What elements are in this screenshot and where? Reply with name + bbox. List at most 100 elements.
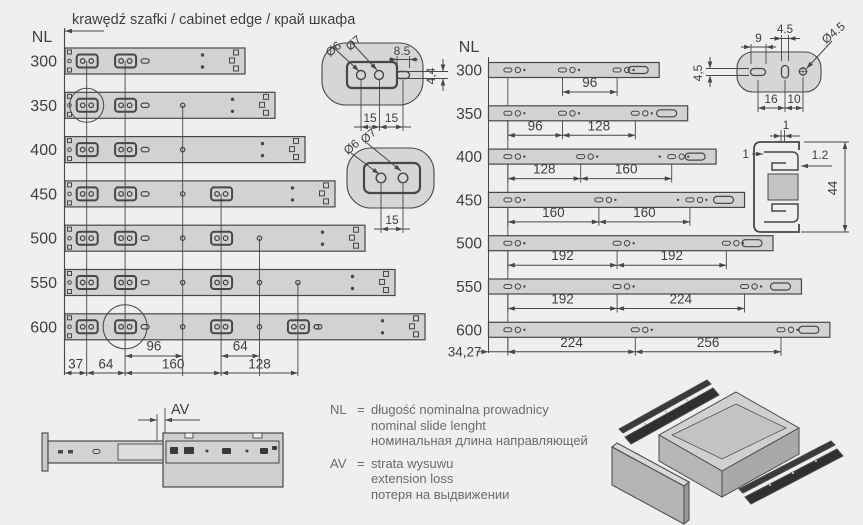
- dim-label: 96: [528, 118, 543, 133]
- dot: [230, 97, 235, 102]
- round-hole: [514, 326, 522, 333]
- round-hole: [514, 240, 522, 247]
- dot: [350, 286, 355, 291]
- arrowhead: [165, 417, 172, 423]
- leader-line: [366, 142, 402, 172]
- mount-slot: [114, 230, 138, 246]
- slot-hole: [88, 323, 95, 330]
- oval-hole: [395, 70, 411, 80]
- arrowhead: [440, 64, 446, 72]
- dim-label: 1: [783, 118, 790, 132]
- slot-hole: [88, 146, 95, 153]
- nl-value-left: 500: [30, 231, 57, 248]
- dot: [260, 141, 265, 146]
- arrowhead: [507, 262, 515, 268]
- dot: [523, 68, 526, 72]
- slot-hole: [118, 190, 125, 197]
- slide-dot: [664, 410, 668, 414]
- slot-hole: [299, 323, 306, 330]
- arrowhead: [214, 370, 222, 376]
- round-hole: [733, 240, 740, 247]
- end-square: [383, 287, 389, 293]
- legend-av-line-ru: потеря на выдвижении: [371, 486, 510, 502]
- end-square: [353, 242, 359, 249]
- slide-dot: [791, 471, 795, 475]
- arrowhead: [507, 133, 515, 138]
- dim-label: 96: [146, 339, 161, 354]
- cabinet-notch: [184, 432, 194, 439]
- slot-hole: [118, 58, 125, 64]
- dot: [650, 112, 654, 115]
- mount-slot: [75, 142, 99, 158]
- slot-hole: [88, 102, 95, 109]
- end-square: [293, 154, 299, 161]
- dot: [523, 285, 526, 288]
- arrowhead: [628, 349, 636, 355]
- dim-label: 128: [588, 118, 611, 133]
- dot: [205, 449, 209, 453]
- legend-av-eq: =: [357, 455, 365, 471]
- dot: [759, 285, 763, 288]
- mount-slot: [210, 275, 234, 290]
- arrowhead: [372, 124, 380, 130]
- slot-hole: [126, 323, 133, 330]
- right-rail-550: [487, 278, 803, 295]
- av-label: AV: [171, 402, 190, 418]
- oval-hole: [612, 240, 622, 246]
- vertical-oval-hole: [780, 64, 790, 79]
- mount-hole: [67, 191, 72, 197]
- mount-slot: [286, 319, 310, 335]
- cabinet-notch: [252, 432, 263, 439]
- oval-hole: [503, 197, 513, 203]
- dim-label: 64: [98, 357, 114, 372]
- end-slot: [798, 325, 820, 334]
- arrowhead: [756, 151, 763, 157]
- end-slot: [712, 195, 735, 204]
- round-hole: [623, 66, 631, 74]
- arrowhead: [785, 105, 792, 111]
- arrowhead: [707, 61, 713, 69]
- dot: [320, 242, 325, 246]
- arrowhead: [573, 176, 581, 181]
- arrowhead: [610, 306, 618, 311]
- end-slot: [769, 282, 792, 291]
- nl-value-right: 550: [456, 279, 482, 296]
- dot: [632, 285, 635, 288]
- slot-mark: [68, 450, 73, 454]
- mount-square: [67, 138, 72, 144]
- arrowhead: [379, 124, 387, 130]
- dim-label: 8.5: [394, 44, 411, 58]
- offset-dim-label: 34,27: [448, 344, 482, 359]
- dot: [650, 328, 654, 331]
- oval-hole: [503, 240, 513, 246]
- slide-left-bar: [618, 379, 712, 434]
- end-square: [353, 226, 359, 233]
- dim-label: 37: [68, 357, 83, 372]
- mount-square: [67, 333, 72, 339]
- arrowhead: [361, 124, 368, 130]
- dia-label: Ø4.5: [819, 19, 848, 47]
- left-rail-600: [64, 313, 426, 341]
- arrowhead: [79, 370, 87, 376]
- slot-hole: [118, 235, 125, 242]
- inner-profile-top: [764, 151, 799, 171]
- slot-hole: [397, 172, 409, 184]
- slide-front-cap: [41, 432, 49, 472]
- left-rail-550: [64, 268, 396, 297]
- rail-body: [487, 278, 803, 295]
- arrowhead: [118, 370, 126, 376]
- dim-label: 160: [162, 357, 185, 372]
- nl-value-right: 500: [456, 236, 482, 253]
- mount-slot: [114, 142, 138, 158]
- round-hole: [569, 110, 576, 117]
- dot: [687, 155, 690, 158]
- mount-square: [67, 93, 72, 99]
- arrowhead: [744, 44, 751, 50]
- hole: [313, 323, 320, 330]
- dot: [290, 186, 295, 190]
- dim-label: 44: [825, 181, 840, 195]
